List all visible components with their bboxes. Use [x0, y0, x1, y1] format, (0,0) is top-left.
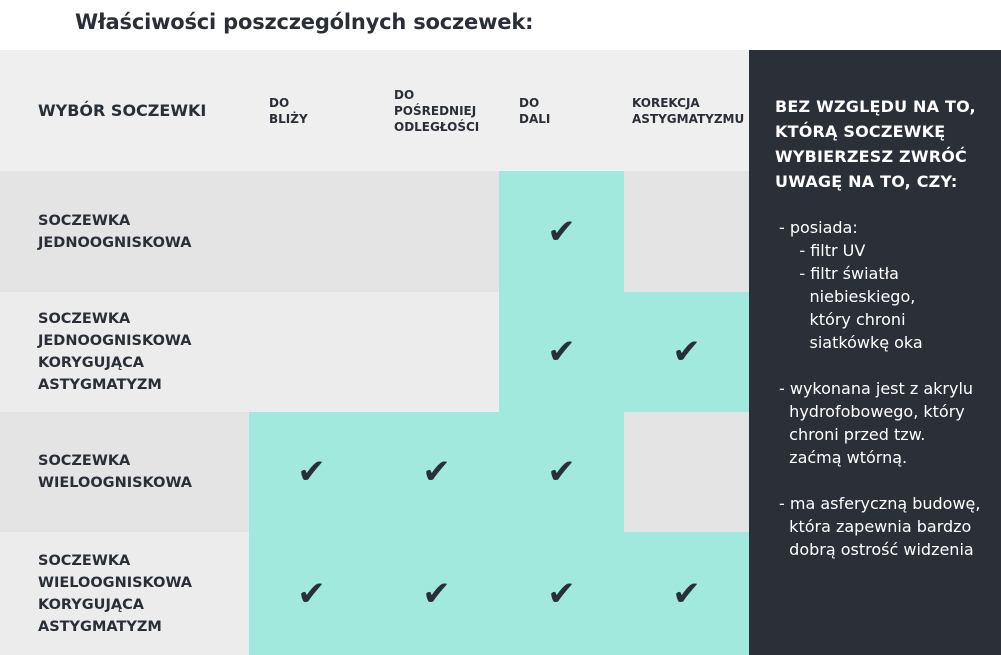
cell-near: ✔ [249, 412, 374, 532]
check-icon: ✔ [422, 452, 451, 492]
row-label: SOCZEWKA JEDNOOGNISKOWA KORYGUJĄCA ASTYG… [38, 311, 192, 393]
row-label-cell: SOCZEWKA WIELOOGNISKOWA [0, 412, 249, 532]
check-icon: ✔ [422, 573, 451, 614]
header-col-astigmatism: KOREKCJA ASTYGMATYZMU [624, 50, 749, 171]
cell-intermediate [374, 171, 499, 292]
cell-near [249, 292, 374, 412]
cell-intermediate: ✔ [374, 532, 499, 655]
cell-far: ✔ [499, 171, 624, 292]
row-label-cell: SOCZEWKA JEDNOOGNISKOWA [0, 171, 249, 292]
side-body: - posiada: - filtr UV - filtr światła ni… [779, 218, 981, 559]
cell-intermediate [374, 292, 499, 412]
cell-near: ✔ [249, 532, 374, 655]
check-icon: ✔ [547, 573, 576, 614]
page-title: Właściwości poszczególnych soczewek: [75, 10, 534, 34]
cell-astigmatism: ✔ [624, 532, 749, 655]
table-row: SOCZEWKA WIELOOGNISKOWA ✔ ✔ ✔ [0, 412, 749, 532]
check-icon: ✔ [297, 452, 326, 492]
check-icon: ✔ [547, 452, 576, 492]
cell-astigmatism [624, 412, 749, 532]
header-main-cell: WYBÓR SOCZEWKI [0, 50, 249, 171]
cell-astigmatism: ✔ [624, 292, 749, 412]
table-header-row: WYBÓR SOCZEWKI DO BLIŻY DO POŚREDNIEJ OD… [0, 50, 749, 171]
row-label: SOCZEWKA JEDNOOGNISKOWA [38, 212, 192, 251]
table-row: SOCZEWKA WIELOOGNISKOWA KORYGUJĄCA ASTYG… [0, 532, 749, 655]
cell-far: ✔ [499, 532, 624, 655]
header-col-near: DO BLIŻY [249, 50, 374, 171]
header-col-far: DO DALI [499, 50, 624, 171]
row-label: SOCZEWKA WIELOOGNISKOWA KORYGUJĄCA ASTYG… [38, 552, 193, 635]
header-main-label: WYBÓR SOCZEWKI [38, 101, 207, 120]
table-row: SOCZEWKA JEDNOOGNISKOWA KORYGUJĄCA ASTYG… [0, 292, 749, 412]
check-icon: ✔ [672, 332, 701, 372]
cell-far: ✔ [499, 412, 624, 532]
row-label: SOCZEWKA WIELOOGNISKOWA [38, 453, 193, 491]
lens-comparison-table: WYBÓR SOCZEWKI DO BLIŻY DO POŚREDNIEJ OD… [0, 50, 749, 655]
table-row: SOCZEWKA JEDNOOGNISKOWA ✔ [0, 171, 749, 292]
cell-far: ✔ [499, 292, 624, 412]
cell-astigmatism [624, 171, 749, 292]
row-label-cell: SOCZEWKA JEDNOOGNISKOWA KORYGUJĄCA ASTYG… [0, 292, 249, 412]
row-label-cell: SOCZEWKA WIELOOGNISKOWA KORYGUJĄCA ASTYG… [0, 532, 249, 655]
cell-intermediate: ✔ [374, 412, 499, 532]
check-icon: ✔ [297, 573, 326, 614]
side-info-panel: BEZ WZGLĘDU NA TO, KTÓRĄ SOCZEWKĘ WYBIER… [749, 50, 1001, 655]
header-col-intermediate: DO POŚREDNIEJ ODLEGŁOŚCI [374, 50, 499, 171]
check-icon: ✔ [547, 332, 576, 372]
cell-near [249, 171, 374, 292]
side-heading: BEZ WZGLĘDU NA TO, KTÓRĄ SOCZEWKĘ WYBIER… [775, 97, 976, 191]
check-icon: ✔ [547, 211, 576, 252]
check-icon: ✔ [672, 573, 701, 614]
